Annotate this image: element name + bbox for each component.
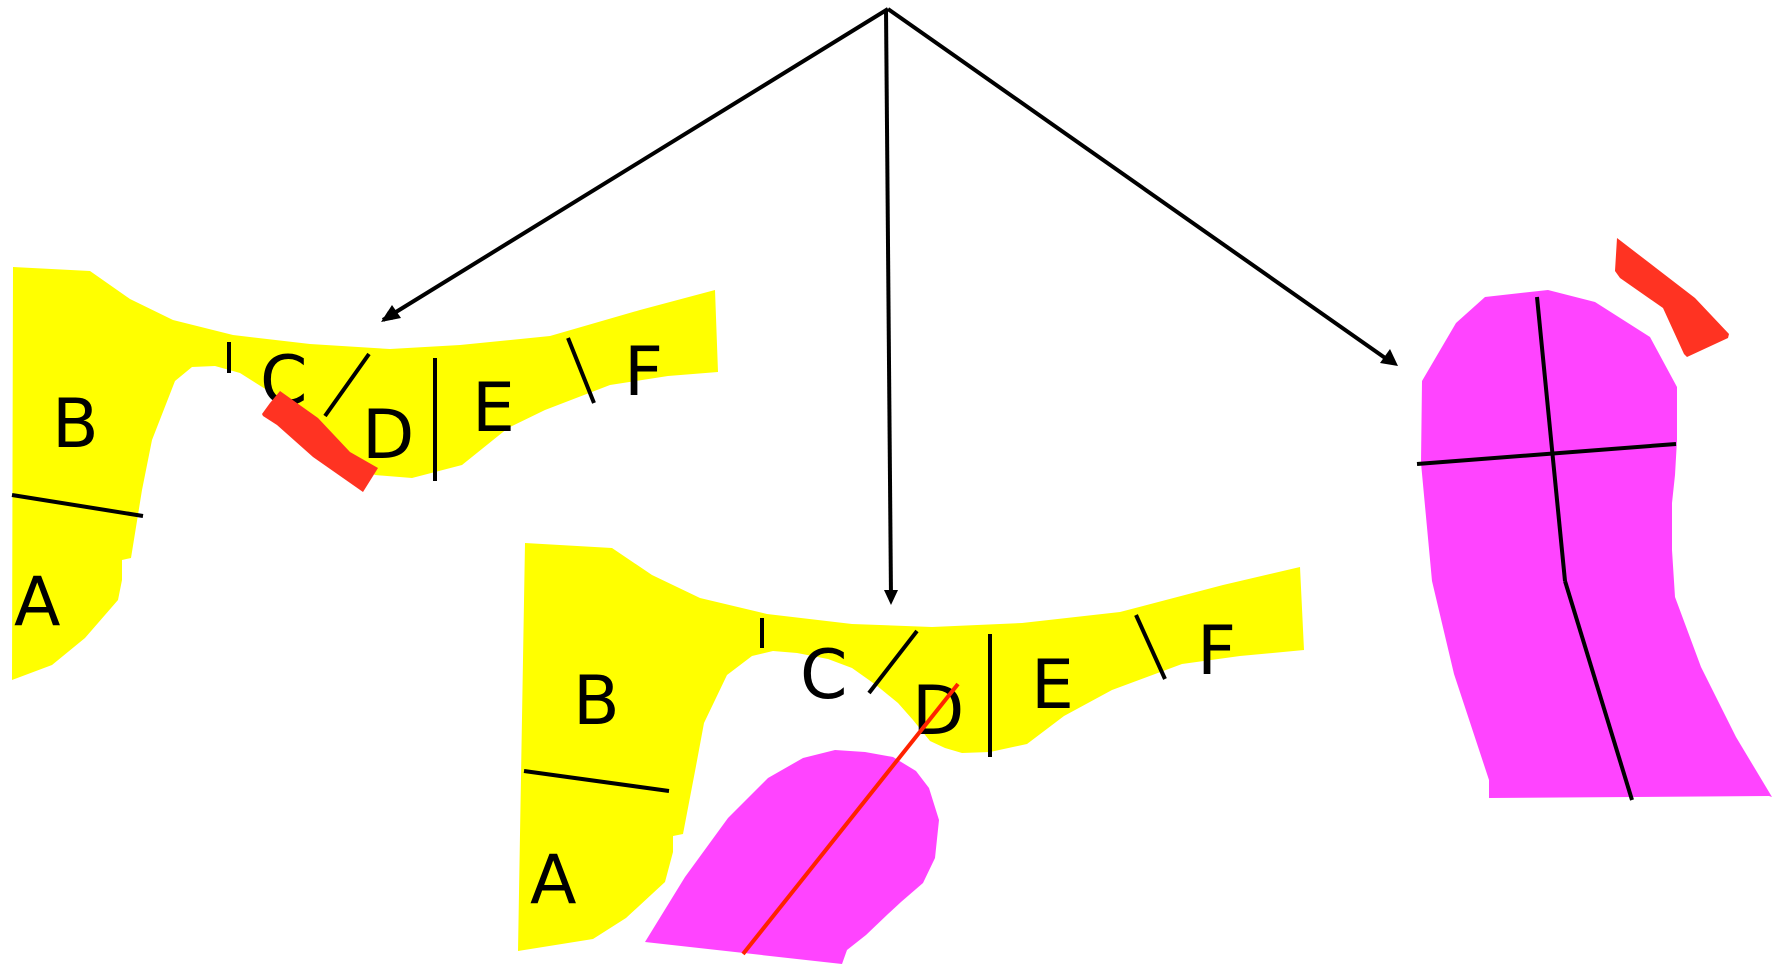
left-label-b: B	[52, 385, 99, 464]
arrow-to-right-shape	[886, 7, 1390, 362]
middle-label-f: F	[1197, 612, 1236, 691]
left-yellow-strip: B A C D E F	[11, 267, 718, 680]
middle-cut-line-c-d	[867, 629, 919, 695]
arrow-to-left-shape	[381, 7, 890, 322]
right-block-fill	[1421, 290, 1772, 798]
middle-cut-line-e-f	[1134, 614, 1167, 680]
right-cut-line-horizontal	[1416, 442, 1677, 466]
middle-label-c: C	[800, 636, 847, 715]
left-red-marker	[262, 391, 378, 492]
right-cut-line-vertical-upper	[1535, 296, 1567, 582]
arrowhead-middle	[884, 590, 898, 605]
arrow-to-middle-shape	[884, 8, 893, 599]
middle-label-b: B	[573, 662, 620, 741]
left-label-a: A	[14, 563, 61, 642]
cut-line-e-f	[566, 337, 596, 404]
middle-red-line	[741, 682, 960, 956]
cut-line-a-b	[11, 493, 144, 518]
middle-label-a: A	[530, 841, 577, 920]
middle-cut-line-a-b	[523, 769, 670, 793]
middle-label-e: E	[1031, 646, 1074, 725]
left-strip-fill	[12, 267, 718, 680]
left-label-e: E	[472, 369, 515, 448]
left-label-d: D	[362, 396, 414, 475]
left-label-f: F	[624, 333, 663, 412]
arrow-group	[381, 7, 1398, 605]
cut-line-c-d	[323, 352, 371, 418]
middle-strip-fill	[518, 543, 1304, 951]
middle-magenta-block	[645, 750, 939, 964]
arrowhead-right	[1380, 349, 1398, 366]
middle-yellow-strip: B A C D E F	[518, 543, 1304, 951]
right-red-marker	[1615, 238, 1729, 357]
arrowhead-left	[381, 305, 401, 322]
right-cut-line-vertical-lower	[1563, 580, 1634, 801]
right-magenta-block	[1416, 290, 1772, 801]
